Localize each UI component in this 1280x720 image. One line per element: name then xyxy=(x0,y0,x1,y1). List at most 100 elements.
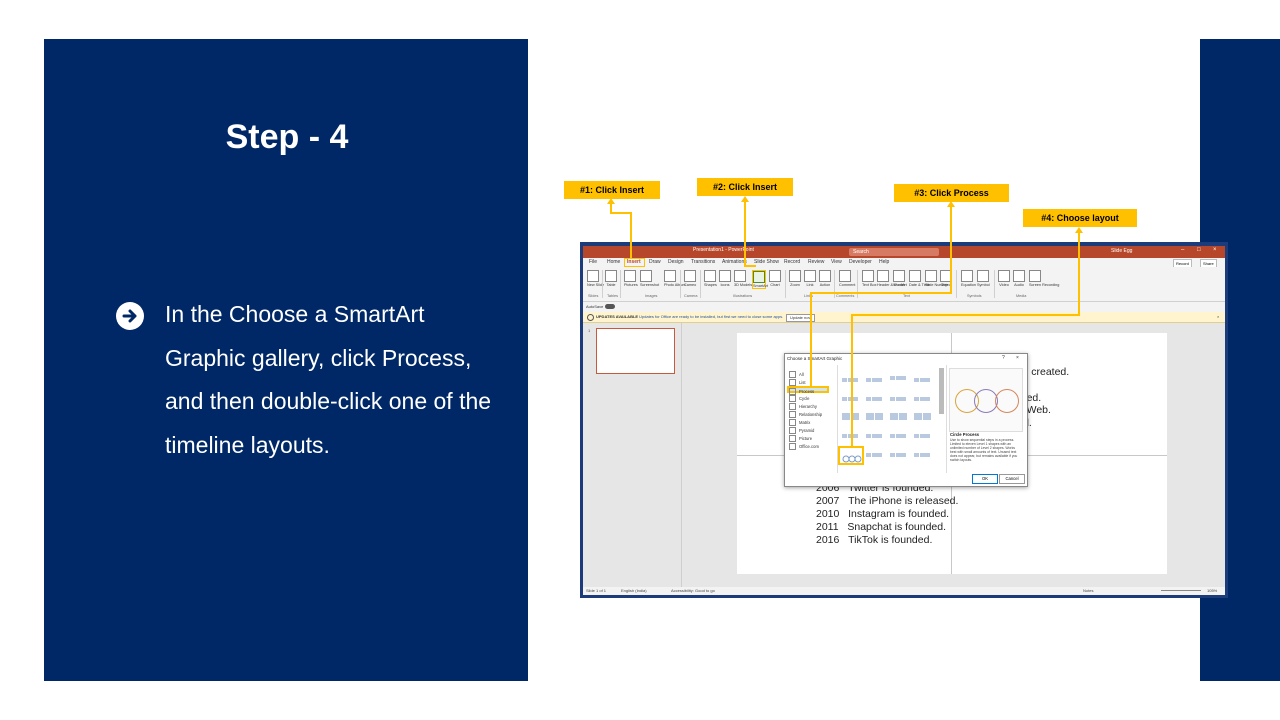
table-button[interactable]: Table xyxy=(605,270,617,287)
date-time-button[interactable]: Date & Time xyxy=(909,270,930,287)
comment-button[interactable]: Comment xyxy=(839,270,855,287)
pictures-button[interactable]: Pictures xyxy=(624,270,638,287)
accessibility-status[interactable]: Accessibility: Good to go xyxy=(671,588,715,593)
timeline-event: The iPhone is released. xyxy=(848,495,959,507)
infobar-close-icon[interactable]: × xyxy=(1217,314,1220,319)
layout-thumbnail[interactable] xyxy=(914,451,934,459)
category-relationship[interactable]: Relationship xyxy=(789,411,822,419)
new-slide-button[interactable]: New Slide xyxy=(587,270,604,287)
video-button[interactable]: Video xyxy=(998,270,1010,287)
update-now-button[interactable]: Update now xyxy=(786,314,816,322)
notes-button[interactable]: Notes xyxy=(1083,588,1094,593)
infobar-label: UPDATES AVAILABLE xyxy=(596,314,639,319)
layout-thumbnail[interactable] xyxy=(842,411,862,420)
tab-insert[interactable]: Insert xyxy=(627,259,641,265)
autosave-label[interactable]: AutoSave xyxy=(586,304,604,309)
tab-home[interactable]: Home xyxy=(607,259,621,265)
action-button[interactable]: Action xyxy=(819,270,831,287)
layout-thumbnail[interactable] xyxy=(842,395,862,403)
tab-animations[interactable]: Animations xyxy=(722,259,747,265)
dialog-close-icon[interactable]: × xyxy=(1016,355,1019,361)
zoom-button[interactable]: Zoom xyxy=(789,270,801,287)
audio-button[interactable]: Audio xyxy=(1013,270,1025,287)
group-text: Text xyxy=(903,294,910,298)
layout-thumbnail[interactable] xyxy=(866,376,886,384)
screenshot-icon xyxy=(640,270,652,282)
tab-help[interactable]: Help xyxy=(879,259,890,265)
cube-icon xyxy=(734,270,746,282)
wordart-button[interactable]: WordArt xyxy=(893,270,907,287)
layout-thumbnail[interactable] xyxy=(914,376,934,384)
photo-album-button[interactable]: Photo Album xyxy=(664,270,686,287)
screen-recording-button[interactable]: Screen Recording xyxy=(1029,270,1059,287)
layout-thumbnail[interactable] xyxy=(842,376,862,384)
symbol-button[interactable]: Symbol xyxy=(977,270,990,287)
tab-file[interactable]: File xyxy=(589,259,598,265)
maximize-icon[interactable]: □ xyxy=(1197,247,1201,253)
tab-developer[interactable]: Developer xyxy=(849,259,872,265)
layout-thumbnail[interactable] xyxy=(866,411,886,420)
smartart-button[interactable]: SmartArt xyxy=(752,270,768,289)
layout-thumbnail[interactable] xyxy=(914,411,934,420)
tab-draw[interactable]: Draw xyxy=(649,259,661,265)
tab-record[interactable]: Record xyxy=(784,259,801,265)
equation-button[interactable]: Equation xyxy=(961,270,976,287)
layout-thumbnail[interactable] xyxy=(866,432,886,440)
category-matrix[interactable]: Matrix xyxy=(789,419,810,427)
tab-view[interactable]: View xyxy=(831,259,842,265)
group-media: Media xyxy=(1016,294,1027,298)
icons-button[interactable]: Icons xyxy=(719,270,731,287)
tab-review[interactable]: Review xyxy=(808,259,825,265)
search-box[interactable]: Search xyxy=(849,248,939,256)
zoom-label: Zoom xyxy=(790,283,800,287)
minimize-icon[interactable]: – xyxy=(1181,247,1185,253)
autosave-toggle[interactable] xyxy=(605,304,615,309)
layout-thumbnail[interactable] xyxy=(890,432,910,440)
layout-thumbnail[interactable] xyxy=(890,451,910,459)
tab-slide-show[interactable]: Slide Show xyxy=(754,259,780,265)
text-box-button[interactable]: Text Box xyxy=(862,270,877,287)
layout-thumbnail[interactable] xyxy=(914,432,934,440)
cancel-button[interactable]: Cancel xyxy=(999,474,1025,484)
category-office-com[interactable]: Office.com xyxy=(789,443,819,451)
zoom-slider[interactable] xyxy=(1161,590,1201,591)
circle-process-thumbnail[interactable] xyxy=(842,450,862,463)
help-icon[interactable]: ? xyxy=(1002,355,1005,361)
layout-thumbnail[interactable] xyxy=(890,374,910,382)
header-footer-button[interactable]: Header & Footer xyxy=(877,270,905,287)
category-cycle[interactable]: Cycle xyxy=(789,395,809,403)
category-hierarchy[interactable]: Hierarchy xyxy=(789,403,817,411)
zoom-level[interactable]: 105% xyxy=(1207,588,1218,593)
3d-models-button[interactable]: 3D Models xyxy=(734,270,752,287)
layout-thumbnail[interactable] xyxy=(890,395,910,403)
category-all[interactable]: All xyxy=(789,371,804,379)
gallery-scrollbar[interactable] xyxy=(939,368,944,414)
screenshot-button[interactable]: Screenshot xyxy=(640,270,659,287)
slide-number-button[interactable]: Slide Number xyxy=(925,270,948,287)
tab-transitions[interactable]: Transitions xyxy=(691,259,716,265)
cameo-button[interactable]: Cameo xyxy=(684,270,696,287)
link-button[interactable]: Link xyxy=(804,270,816,287)
connector-line xyxy=(851,314,1080,316)
layout-thumbnail[interactable] xyxy=(866,451,886,459)
globe-icon xyxy=(789,443,796,451)
slide-thumbnail[interactable] xyxy=(596,328,675,374)
icons-label: Icons xyxy=(720,283,730,287)
chart-button[interactable]: Chart xyxy=(769,270,781,287)
connector-line xyxy=(810,292,952,294)
user-name[interactable]: Slide Egg xyxy=(1111,248,1133,254)
tab-design[interactable]: Design xyxy=(668,259,684,265)
category-process[interactable]: Process xyxy=(787,386,829,396)
layout-thumbnail[interactable] xyxy=(890,411,910,420)
ok-button[interactable]: OK xyxy=(972,474,998,484)
layout-thumbnail[interactable] xyxy=(842,432,862,440)
layout-thumbnail[interactable] xyxy=(866,395,886,403)
category-pyramid[interactable]: Pyramid xyxy=(789,427,815,435)
category-picture[interactable]: Picture xyxy=(789,435,812,443)
language-status[interactable]: English (India) xyxy=(621,588,647,593)
category-label: Pyramid xyxy=(799,428,815,433)
category-list[interactable]: List xyxy=(789,379,806,387)
shapes-button[interactable]: Shapes xyxy=(704,270,717,287)
layout-thumbnail[interactable] xyxy=(914,395,934,403)
close-icon[interactable]: × xyxy=(1213,247,1217,253)
